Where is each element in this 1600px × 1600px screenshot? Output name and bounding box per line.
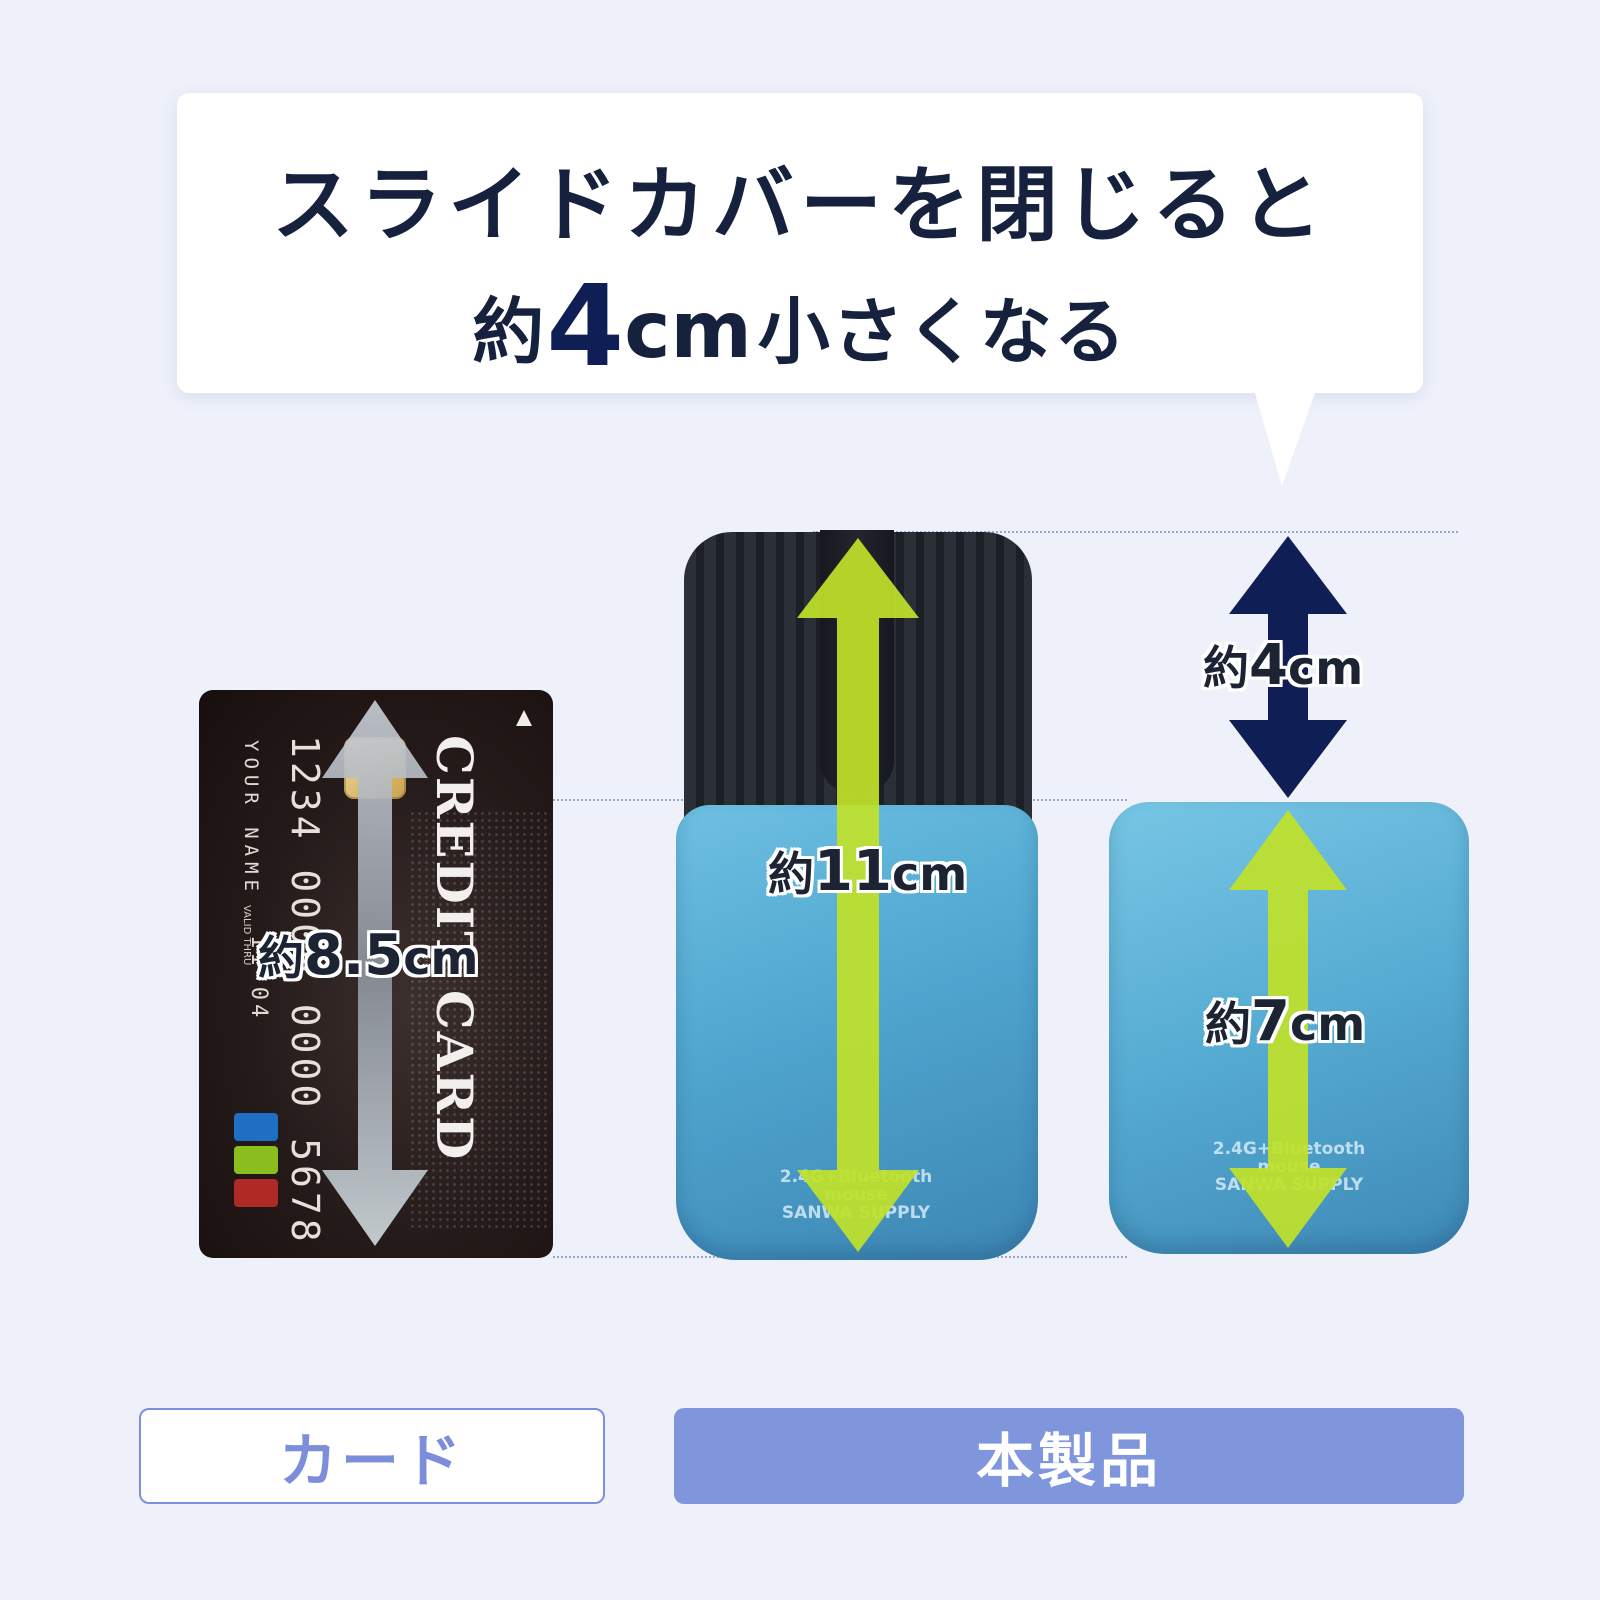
bubble-tail bbox=[1254, 390, 1316, 486]
reduction-dim-prefix: 約 bbox=[1203, 641, 1249, 695]
card-stripe-red bbox=[234, 1179, 278, 1207]
closed-dim-number: 7 bbox=[1251, 989, 1290, 1054]
closed-length-arrow-icon bbox=[1229, 810, 1347, 1248]
closed-dim-prefix: 約 bbox=[1205, 997, 1251, 1051]
reduction-dim-unit: cm bbox=[1287, 641, 1364, 695]
headline-bubble bbox=[177, 93, 1423, 393]
card-expiry: 11-04 bbox=[246, 935, 271, 1022]
closed-dimension-label: 約7cm bbox=[1205, 988, 1365, 1054]
reduction-arrow-icon bbox=[1229, 536, 1347, 798]
closed-dim-unit: cm bbox=[1289, 997, 1366, 1051]
headline-number: 4 bbox=[546, 262, 625, 392]
card-corner-triangle bbox=[516, 710, 532, 726]
card-brand: CREDIT CARD bbox=[425, 735, 484, 1162]
card-stripe-green bbox=[234, 1146, 278, 1174]
open-dimension-label: 約11cm bbox=[768, 838, 967, 904]
card-tag: カード bbox=[139, 1408, 605, 1504]
card-map-pattern bbox=[409, 810, 549, 1230]
guide-line-top bbox=[813, 531, 1458, 533]
headline-line1: スライドカバーを閉じると bbox=[271, 158, 1328, 253]
card-dim-unit: cm bbox=[403, 931, 479, 985]
open-dim-number: 11 bbox=[814, 839, 892, 904]
reduction-dim-number: 4 bbox=[1249, 633, 1288, 698]
card-length-arrow-icon bbox=[322, 700, 428, 1246]
card-number: 1234 0000 0000 5678 bbox=[283, 735, 327, 1246]
headline-prefix: 約 bbox=[472, 290, 547, 374]
card-stripe-blue bbox=[234, 1113, 278, 1141]
reduction-dimension-label: 約4cm bbox=[1203, 632, 1363, 698]
card-dim-prefix: 約 bbox=[258, 931, 304, 985]
open-length-arrow-icon bbox=[797, 538, 919, 1252]
card-holder-name: YOUR NAME bbox=[240, 740, 262, 897]
card-dim-number: 8.5 bbox=[304, 923, 404, 988]
open-dim-prefix: 約 bbox=[768, 847, 814, 901]
headline-line2: 約4cm小さくなる bbox=[177, 262, 1423, 392]
card-valid-label: VALID THRU bbox=[241, 905, 252, 966]
open-dim-unit: cm bbox=[891, 847, 968, 901]
headline-unit: cm bbox=[624, 286, 752, 376]
product-tag: 本製品 bbox=[674, 1408, 1464, 1504]
card-dimension-label: 約8.5cm bbox=[258, 922, 478, 988]
headline-suffix: 小さくなる bbox=[757, 290, 1128, 374]
